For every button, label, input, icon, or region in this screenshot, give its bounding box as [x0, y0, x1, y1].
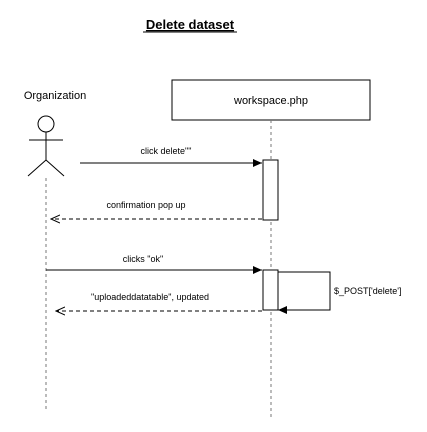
actor-stick-figure — [27, 115, 65, 177]
message-label-4: "uploadeddatatable", updated — [91, 292, 209, 302]
message-label-1: click delete"" — [141, 146, 192, 156]
actor-left-leg — [27, 159, 47, 177]
diagram-title: Delete dataset — [146, 17, 235, 32]
activation-box-2 — [262, 269, 279, 311]
self-message-arrow — [278, 271, 331, 314]
participant-label: workspace.php — [233, 95, 308, 107]
actor-right-leg — [45, 159, 65, 177]
activation-box-1 — [262, 159, 279, 221]
message-label-2: confirmation pop up — [106, 200, 185, 210]
actor-label: Organization — [24, 90, 86, 102]
actor-head — [37, 115, 55, 133]
self-message-label: $_POST['delete'] — [334, 286, 401, 296]
message-label-3: clicks "ok" — [123, 254, 163, 264]
participant-box — [171, 79, 371, 121]
